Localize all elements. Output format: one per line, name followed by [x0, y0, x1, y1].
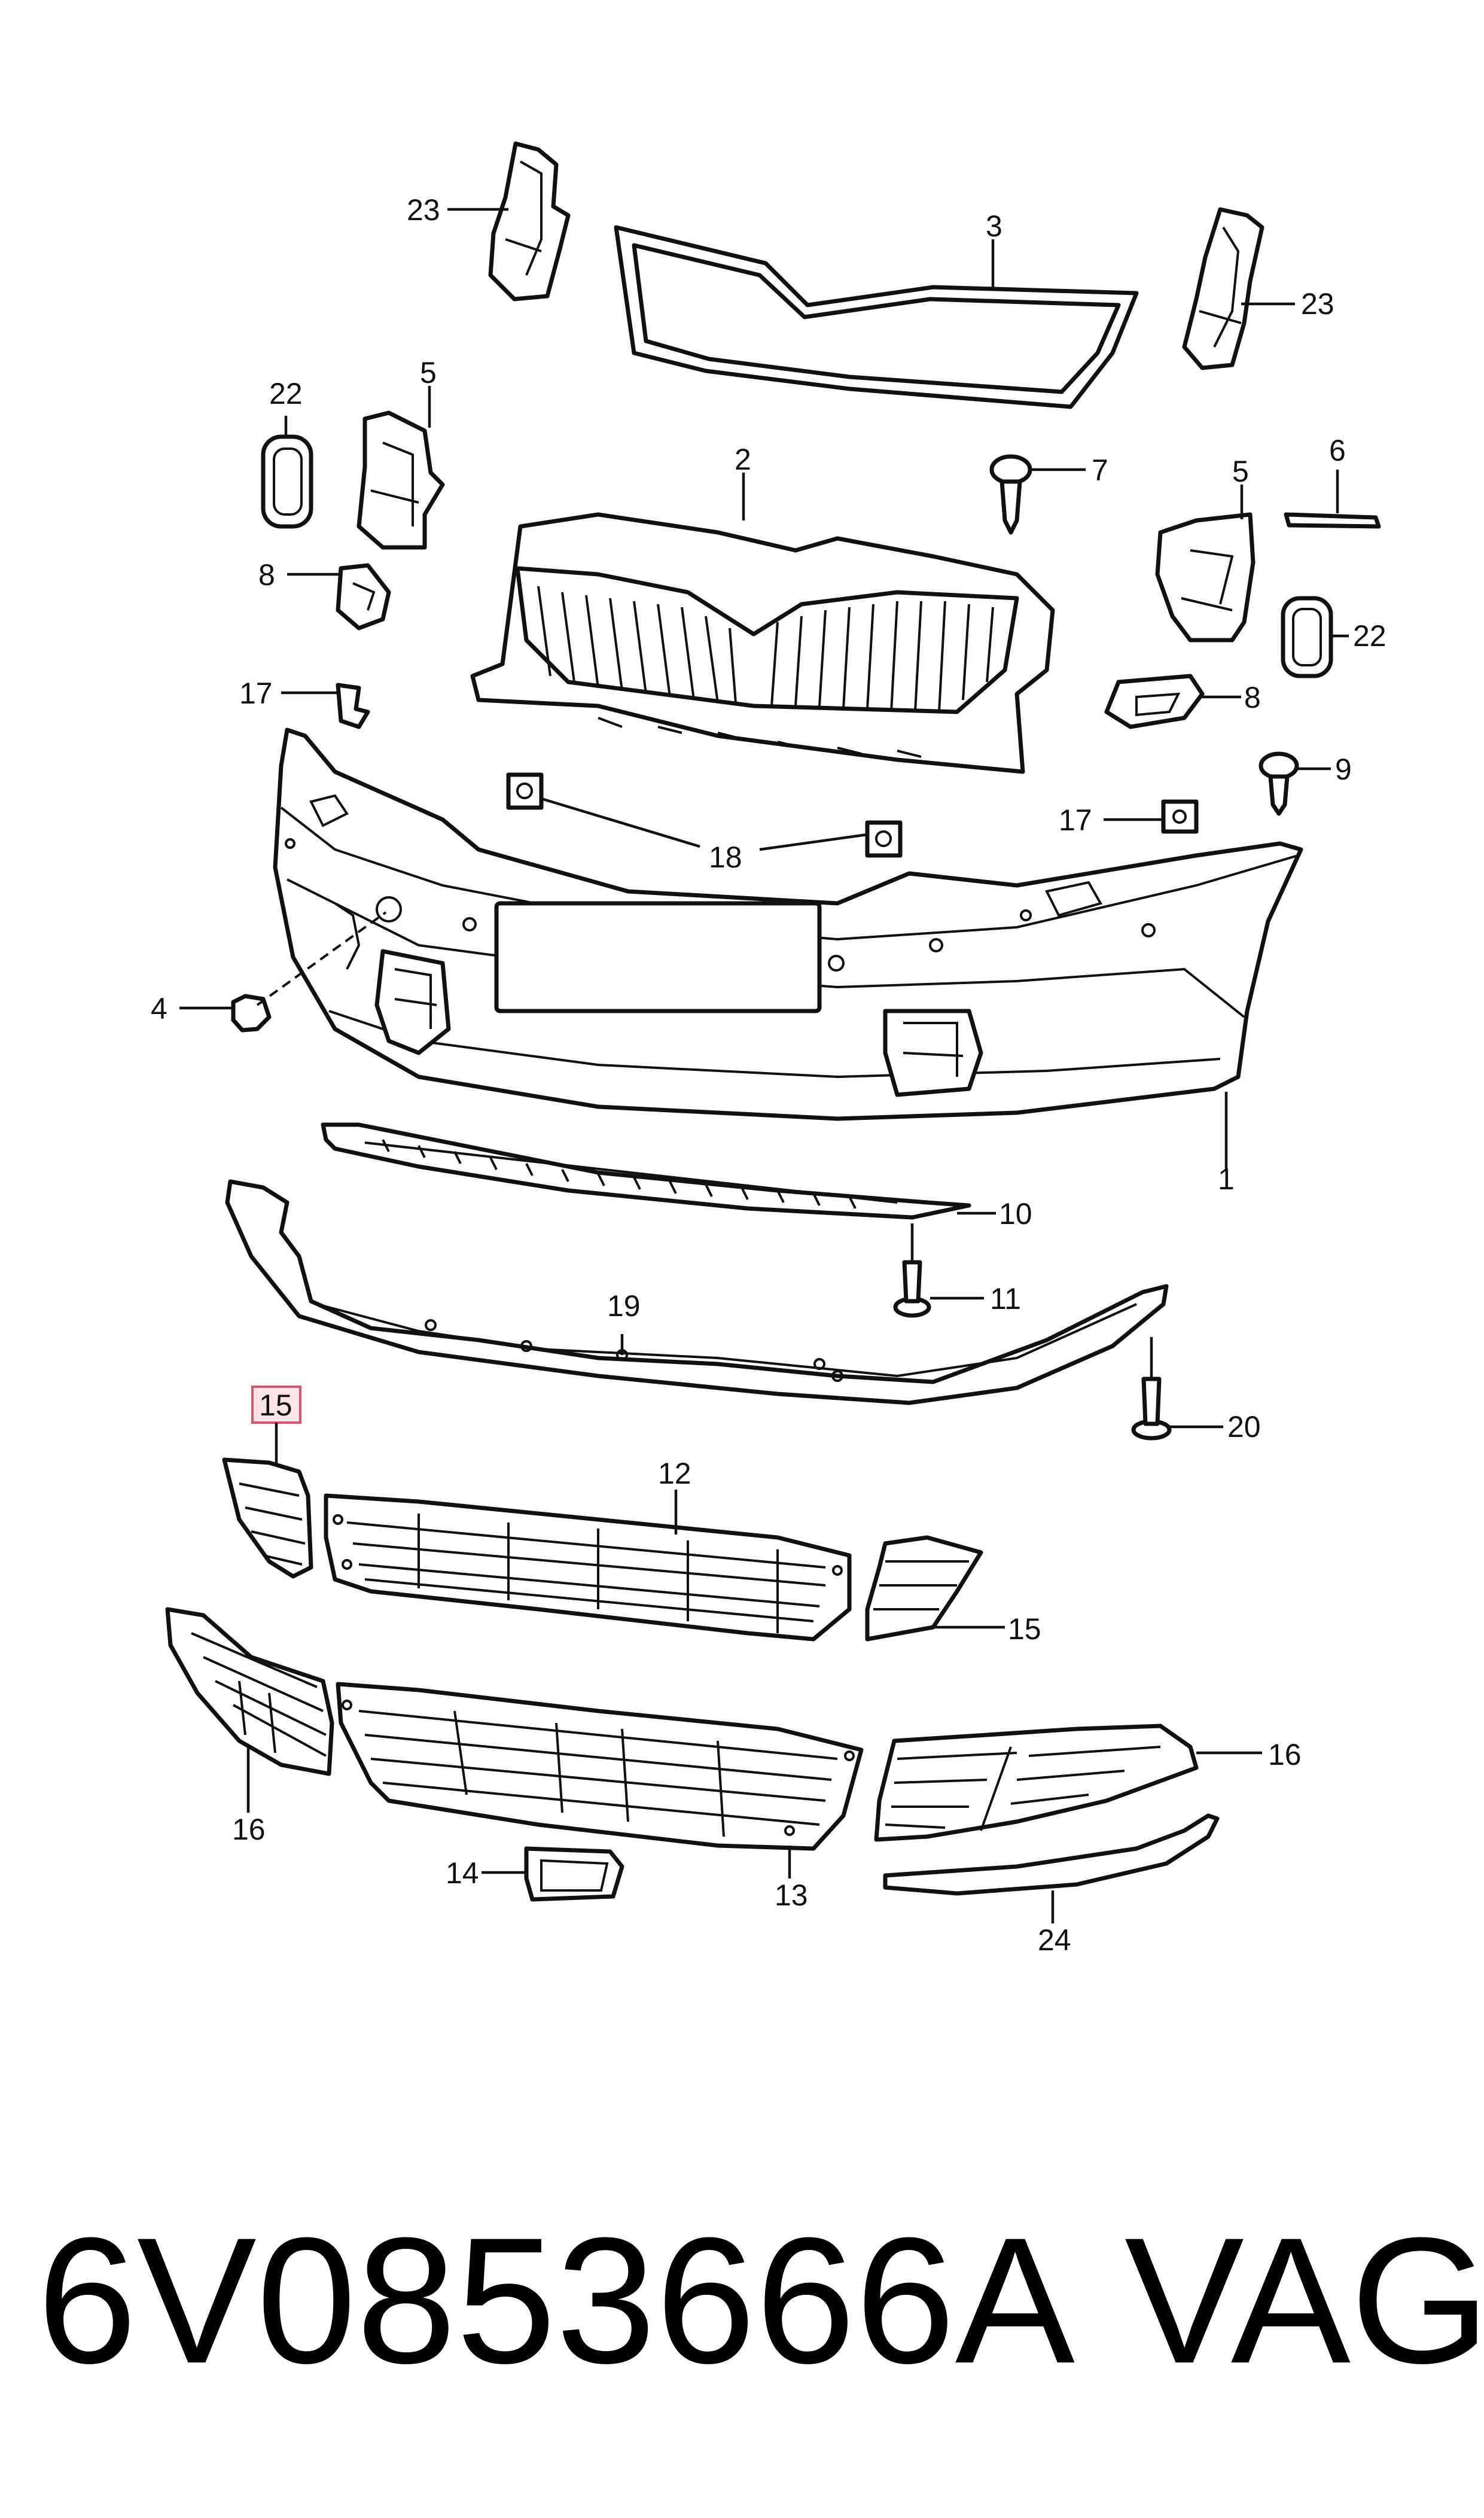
part-8-cap-right: [1104, 674, 1205, 729]
part-11-screw: [893, 1260, 931, 1318]
part-16-grille-left: [165, 1607, 334, 1776]
callout-23-left: 23: [407, 193, 440, 227]
part-14-tow-cover: [524, 1846, 624, 1902]
part-5-bracket-left: [356, 410, 445, 550]
part-23-bracket-left: [488, 141, 571, 302]
part-13-grille-lower: [336, 1682, 864, 1851]
callout-17-left: 17: [239, 677, 273, 710]
part-10-spoiler-strip: [321, 1122, 971, 1220]
part-5-bracket-right: [1155, 512, 1256, 643]
callout-23-right: 23: [1301, 287, 1334, 321]
callout-20: 20: [1227, 1410, 1261, 1444]
callout-13: 13: [775, 1878, 808, 1912]
part-15-grille-right: [865, 1535, 983, 1642]
callout-14: 14: [446, 1856, 479, 1890]
brand-label: VAG: [1125, 2200, 1484, 2401]
part-6-strip: [1284, 512, 1381, 529]
callout-17-right: 17: [1059, 803, 1092, 837]
part-8-cap-left: [336, 563, 391, 631]
callout-8-left: 8: [258, 558, 275, 592]
part-9-screw: [1258, 751, 1299, 816]
part-7-screw: [989, 454, 1032, 535]
callout-11: 11: [990, 1282, 1021, 1316]
part-1-bumper-cover: [273, 727, 1303, 1121]
callout-9: 9: [1335, 753, 1352, 786]
callout-24: 24: [1038, 1923, 1071, 1957]
part-20-screw: [1131, 1377, 1172, 1441]
callout-16-left: 16: [232, 1813, 266, 1846]
callout-3: 3: [986, 209, 1002, 243]
part-16-grille-right: [874, 1724, 1199, 1842]
part-number-label: 6V0853666A: [37, 2200, 1075, 2401]
callout-12: 12: [658, 1457, 691, 1490]
part-22-seal-right: [1281, 596, 1333, 678]
part-2-radiator-grille: [470, 512, 1055, 774]
callout-18: 18: [709, 841, 742, 874]
part-19-front-spoiler: [225, 1179, 1169, 1405]
callout-1: 1: [1218, 1162, 1235, 1196]
part-12-grille-upper: [324, 1493, 852, 1642]
part-18-clip-a: [506, 772, 544, 810]
callout-7: 7: [1092, 453, 1108, 487]
callout-5-right: 5: [1232, 455, 1249, 488]
part-23-bracket-right: [1182, 207, 1264, 370]
callout-15-left: 15: [259, 1389, 292, 1422]
callout-10: 10: [999, 1197, 1032, 1231]
callout-8-right: 8: [1244, 681, 1261, 714]
callout-6: 6: [1329, 434, 1346, 467]
part-17-clip-left: [336, 683, 370, 729]
callout-16-right: 16: [1268, 1738, 1302, 1771]
callout-19: 19: [607, 1289, 641, 1323]
callout-4: 4: [151, 992, 167, 1025]
callout-15-right: 15: [1008, 1612, 1041, 1646]
callout-15-highlight: [251, 1386, 301, 1424]
part-22-seal-left: [261, 434, 313, 529]
part-24-trim-strip: [883, 1813, 1220, 1896]
part-15-grille-left: [222, 1457, 313, 1579]
part-17-clip-right: [1161, 799, 1199, 834]
callout-2: 2: [735, 443, 751, 476]
part-3-grille-frame: [614, 225, 1139, 409]
callout-22-left: 22: [269, 377, 303, 410]
part-4-tow-cap: [231, 994, 272, 1033]
part-18-clip-b: [865, 820, 903, 858]
callout-22-right: 22: [1353, 619, 1387, 653]
callout-5-left: 5: [420, 356, 437, 389]
